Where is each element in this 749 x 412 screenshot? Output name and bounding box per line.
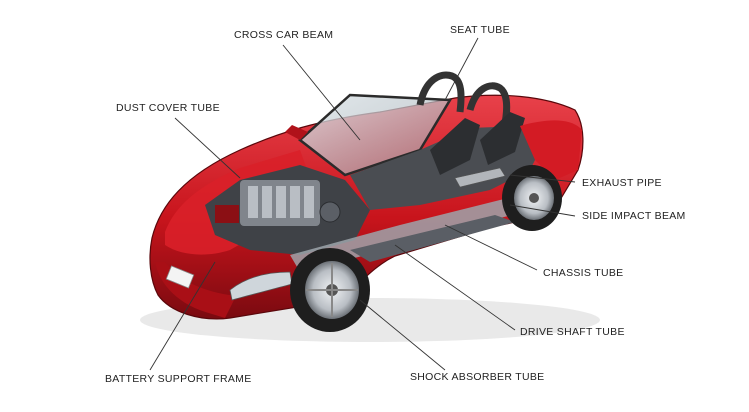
leader-drive-shaft-tube <box>394 244 516 331</box>
seat <box>480 112 525 165</box>
side-mirror <box>285 125 308 140</box>
headlight <box>229 271 293 301</box>
leader-seat-tube <box>444 37 479 101</box>
side-sill <box>350 215 515 262</box>
front-wheel <box>290 248 370 332</box>
leader-lines <box>149 37 576 371</box>
leader-chassis-tube <box>444 224 538 271</box>
license-plate <box>165 265 195 289</box>
label-shock-absorber-tube: SHOCK ABSORBER TUBE <box>410 371 545 383</box>
engine-block <box>215 180 341 226</box>
leader-dust-cover-tube <box>174 117 241 179</box>
leader-exhaust-pipe <box>509 174 576 183</box>
label-exhaust-pipe: EXHAUST PIPE <box>582 177 662 189</box>
label-battery-support-frame: BATTERY SUPPORT FRAME <box>105 373 252 385</box>
roll-hoop-right <box>466 82 511 129</box>
label-dust-cover-tube: DUST COVER TUBE <box>116 102 220 114</box>
windshield <box>298 93 453 177</box>
label-side-impact-beam: SIDE IMPACT BEAM <box>582 210 686 222</box>
exhaust-pipe-shape <box>454 167 506 188</box>
label-drive-shaft-tube: DRIVE SHAFT TUBE <box>520 326 625 338</box>
leader-shock-absorber-tube <box>359 299 446 371</box>
leader-cross-car-beam <box>282 44 361 141</box>
seat <box>430 118 480 175</box>
label-seat-tube: SEAT TUBE <box>450 24 510 36</box>
roll-hoop-left <box>416 71 465 113</box>
label-chassis-tube: CHASSIS TUBE <box>543 267 624 279</box>
rear-wheel <box>502 165 562 231</box>
rear-deck <box>520 120 582 180</box>
leader-battery-support-frame <box>149 261 216 371</box>
leader-side-impact-beam <box>509 204 576 217</box>
label-cross-car-beam: CROSS CAR BEAM <box>234 29 334 41</box>
